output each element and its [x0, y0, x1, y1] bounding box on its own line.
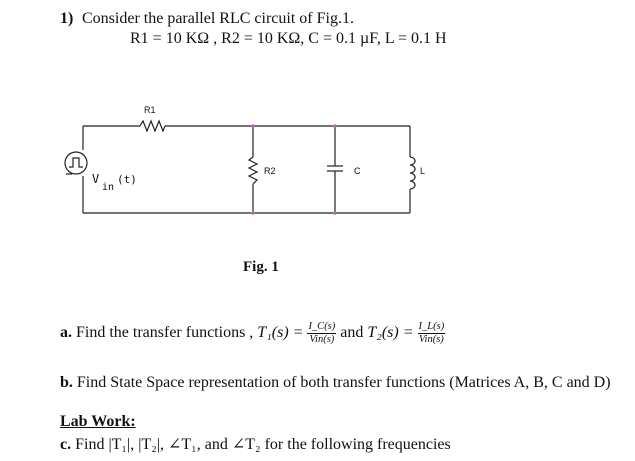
question-number: 1): [60, 10, 74, 27]
pulse-source-icon: [64, 151, 88, 175]
label-source-v: V: [92, 172, 99, 186]
t1-fraction: I_C(s) Vin(s): [307, 321, 337, 346]
figure-caption: Fig. 1: [243, 259, 279, 275]
label-source-arg: (t): [117, 173, 137, 186]
label-source-sub: in: [102, 182, 114, 193]
part-b-text: Find State Space representation of both …: [76, 374, 611, 391]
t1-numerator: I_C(s): [307, 321, 337, 334]
part-a-letter: a.: [60, 324, 72, 342]
part-a: a. Find the transfer functions , T₁(s) =…: [60, 321, 446, 346]
inductor-l: [409, 156, 416, 190]
t1-denominator: Vin(s): [309, 334, 335, 345]
label-r2: R2: [264, 166, 276, 176]
question-intro: Consider the parallel RLC circuit of Fig…: [82, 10, 354, 27]
t2-denominator: Vin(s): [418, 334, 444, 345]
part-b: b. Find State Space representation of bo…: [60, 374, 611, 392]
resistor-r2: [247, 156, 259, 185]
t2-label: T₂(s) =: [367, 324, 414, 342]
part-b-letter: b.: [60, 374, 73, 391]
label-l: L: [420, 166, 425, 176]
part-c: c. Find |T₁|, |T₂|, ∠T₁, and ∠T₂ for the…: [60, 434, 451, 454]
t1-label: T₁(s) =: [257, 324, 304, 342]
part-c-letter: c.: [60, 436, 72, 453]
label-r1: R1: [144, 105, 156, 115]
t2-fraction: I_L(s) Vin(s): [417, 321, 446, 346]
t2-numerator: I_L(s): [417, 321, 446, 334]
junction-dot: [251, 124, 255, 128]
resistor-r1: [139, 119, 166, 133]
label-c: C: [354, 166, 361, 176]
junction-dot: [333, 211, 337, 215]
junction-dot: [251, 211, 255, 215]
lab-heading: Lab Work:: [60, 413, 136, 430]
part-a-and: and: [340, 324, 364, 342]
part-c-text: Find |T₁|, |T₂|, ∠T₁, and ∠T₂ for the fo…: [75, 436, 451, 453]
part-a-text: Find the transfer functions ,: [76, 324, 254, 342]
question-params: R1 = 10 KΩ , R2 = 10 KΩ, C = 0.1 µF, L =…: [130, 30, 447, 47]
junction-dot: [333, 124, 337, 128]
